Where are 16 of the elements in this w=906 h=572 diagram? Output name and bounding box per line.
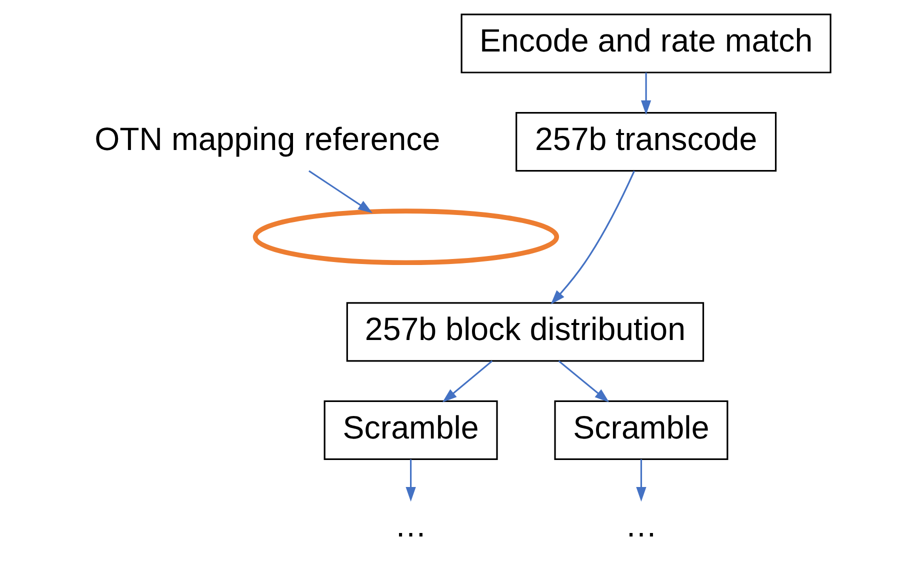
node-box: 257b block distribution xyxy=(346,302,704,362)
arrow xyxy=(442,360,492,402)
arrow xyxy=(636,459,646,502)
arrow xyxy=(558,360,609,402)
node-box: Scramble xyxy=(554,400,728,460)
node-ellipse xyxy=(252,208,559,266)
arrow xyxy=(405,459,416,502)
node-text: … xyxy=(624,508,657,544)
node-text: OTN mapping reference xyxy=(94,120,440,157)
arrow xyxy=(550,170,634,304)
arrow xyxy=(640,72,651,115)
node-box: Scramble xyxy=(323,400,498,460)
arrow xyxy=(308,170,372,214)
node-box: 257b transcode xyxy=(515,112,776,172)
node-box: Encode and rate match xyxy=(460,14,831,74)
node-text: … xyxy=(394,508,426,544)
